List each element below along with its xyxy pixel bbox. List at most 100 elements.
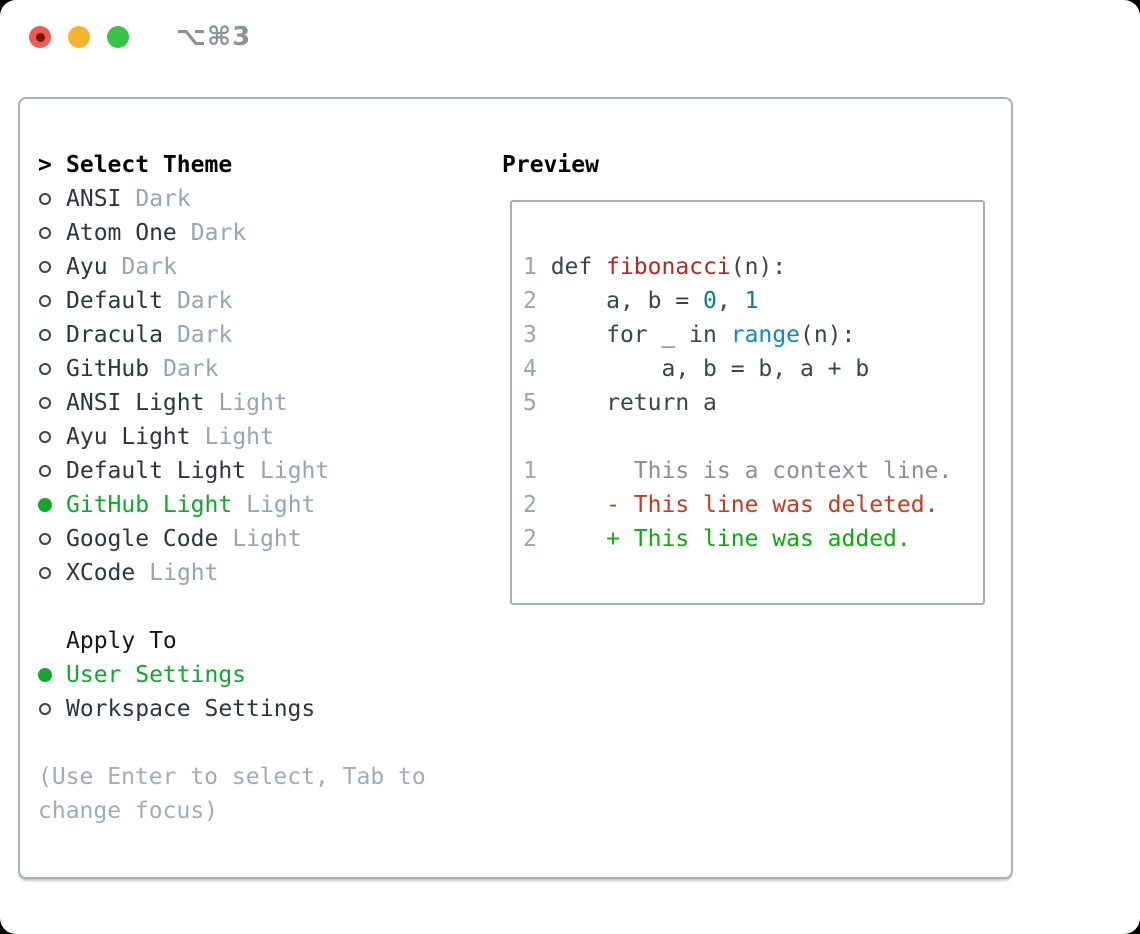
theme-name: ANSI: [66, 186, 122, 212]
code-token-pl: (n):: [799, 322, 856, 348]
radio-unselected-icon: [39, 567, 51, 579]
code-token-pl: a, b =: [550, 288, 704, 314]
theme-variant-badge: Dark: [176, 322, 233, 348]
code-line: 1 def fibonacci(n):: [523, 250, 952, 284]
code-token-kw: def: [550, 254, 607, 280]
theme-variant-badge: Dark: [176, 288, 233, 314]
radio-unselected-icon: [39, 431, 51, 443]
preview-title: Preview: [502, 152, 599, 178]
code-line: 5 return a: [523, 386, 952, 420]
theme-name: Atom One: [66, 220, 177, 246]
code-line: 2 - This line was deleted.: [523, 488, 952, 522]
theme-variant-badge: Light: [260, 458, 330, 484]
theme-name: Ayu: [66, 254, 108, 280]
theme-name: GitHub: [66, 356, 150, 382]
theme-variant-badge: Light: [149, 560, 219, 586]
theme-variant-badge: Light: [218, 390, 288, 416]
code-token-pl: (n):: [730, 254, 787, 280]
code-token-ln: 2: [523, 492, 537, 518]
theme-name: GitHub Light: [66, 492, 233, 518]
apply-to-option-label: User Settings: [66, 662, 247, 688]
code-token-pl: return a: [550, 390, 717, 416]
code-token-pl: [537, 492, 606, 518]
code-token-pl: ,: [716, 288, 745, 314]
apply-to-title: Apply To: [38, 624, 478, 658]
code-line: 1 This is a context line.: [523, 454, 952, 488]
code-token-ln: 2: [523, 526, 537, 552]
code-token-ln: 4: [523, 356, 551, 382]
code-token-ctx: This is a context line.: [633, 458, 953, 484]
theme-option[interactable]: ANSI Dark: [38, 182, 478, 216]
code-token-ln: 1: [523, 254, 551, 280]
radio-unselected-icon: [39, 193, 51, 205]
code-token-pl: [537, 526, 606, 552]
radio-unselected-icon: [39, 397, 51, 409]
radio-unselected-icon: [39, 227, 51, 239]
theme-option[interactable]: Dracula Dark: [38, 318, 478, 352]
theme-option[interactable]: GitHub Light Light: [38, 488, 478, 522]
theme-name: XCode: [66, 560, 136, 586]
apply-to-option[interactable]: User Settings: [38, 658, 478, 692]
code-token-ln: 3: [523, 322, 551, 348]
theme-variant-badge: Light: [204, 424, 274, 450]
spacer-row: [38, 726, 478, 760]
radio-unselected-icon: [39, 261, 51, 273]
code-token-ln: 2: [523, 288, 551, 314]
spacer-row: [38, 590, 478, 624]
section-title-label: Apply To: [66, 628, 177, 654]
code-token-fn: fibonacci: [606, 254, 731, 280]
code-line: 2 a, b = 0, 1: [523, 284, 952, 318]
traffic-light-minimize-button[interactable]: [68, 26, 90, 48]
theme-variant-badge: Light: [232, 526, 302, 552]
list-header: > Select Theme: [38, 148, 478, 182]
prompt-caret-icon: >: [38, 152, 52, 178]
code-token-add: + This line was added.: [606, 526, 911, 552]
traffic-light-close-button[interactable]: [29, 26, 51, 48]
code-line: [523, 420, 952, 454]
theme-variant-badge: Dark: [190, 220, 247, 246]
theme-variant-badge: Light: [246, 492, 316, 518]
theme-name: Google Code: [66, 526, 219, 552]
radio-selected-icon: [38, 668, 52, 682]
theme-option[interactable]: Ayu Light Light: [38, 420, 478, 454]
code-token-num: 1: [744, 288, 759, 314]
theme-variant-badge: Dark: [135, 186, 191, 212]
radio-selected-icon: [38, 498, 52, 512]
window-title-shortcut: ⌥⌘3: [176, 22, 252, 52]
theme-name: Dracula: [66, 322, 163, 348]
theme-name: Ayu Light: [66, 424, 191, 450]
radio-unselected-icon: [39, 465, 51, 477]
theme-option[interactable]: Atom One Dark: [38, 216, 478, 250]
titlebar: ⌥⌘3: [29, 22, 251, 52]
keyboard-hint: change focus): [38, 798, 219, 824]
theme-option[interactable]: Google Code Light: [38, 522, 478, 556]
code-token-pl: [537, 458, 634, 484]
radio-unselected-icon: [39, 363, 51, 375]
theme-option[interactable]: XCode Light: [38, 556, 478, 590]
theme-option[interactable]: ANSI Light Light: [38, 386, 478, 420]
radio-unselected-icon: [39, 329, 51, 341]
theme-option[interactable]: Ayu Dark: [38, 250, 478, 284]
code-token-ln: 1: [523, 458, 537, 484]
radio-unselected-icon: [39, 703, 51, 715]
code-token-ln: 5: [523, 390, 551, 416]
code-token-del: - This line was deleted.: [606, 492, 939, 518]
theme-variant-badge: Dark: [121, 254, 177, 280]
code-line: 2 + This line was added.: [523, 522, 952, 556]
theme-name: ANSI Light: [66, 390, 205, 416]
code-token-pl: for _ in: [550, 322, 731, 348]
traffic-light-zoom-button[interactable]: [107, 26, 129, 48]
list-title: Select Theme: [66, 152, 233, 178]
code-line: 3 for _ in range(n):: [523, 318, 952, 352]
apply-to-option-label: Workspace Settings: [66, 696, 316, 722]
apply-to-option[interactable]: Workspace Settings: [38, 692, 478, 726]
code-token-num: 0: [703, 288, 717, 314]
code-token-rng: range: [730, 322, 800, 348]
